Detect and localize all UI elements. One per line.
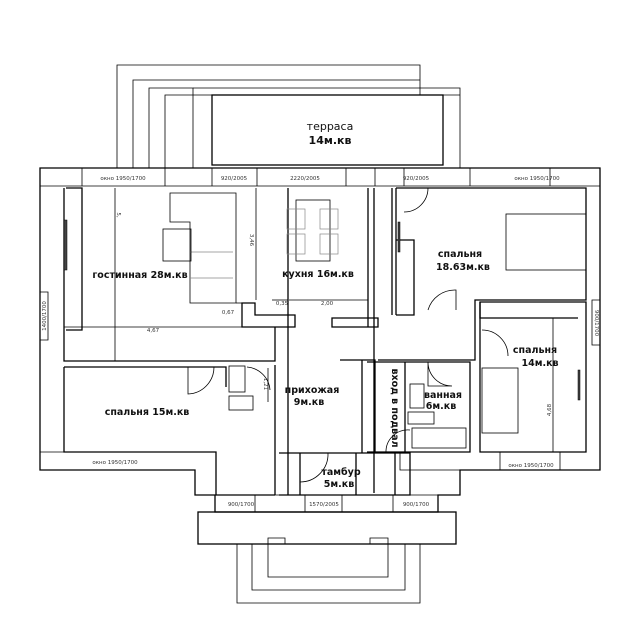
window-left: 1400/1700 [42, 301, 48, 331]
bed-1 [505, 213, 587, 271]
dim-bath-small: 1,21 [262, 378, 268, 390]
bedroom-wardrobe-mark [397, 221, 401, 253]
dim-living-width: 4,67 [147, 328, 160, 334]
window-bottom-right: окно 1950/1700 [508, 463, 554, 469]
bedroom2-area: 14м.кв [521, 358, 558, 369]
bedroom3-label: спальня 15м.кв [105, 407, 190, 418]
dining-table [295, 199, 331, 262]
window-bottom-left-small: 900/1700 [228, 502, 255, 508]
door-top-right: 920/2005 [403, 176, 430, 182]
bedroom2-name: спальня [513, 345, 557, 356]
living-window-mark [63, 219, 68, 271]
bathroom-name: ванная [424, 390, 462, 401]
sofa [169, 192, 237, 304]
dim-bedroom2-height: 4,68 [547, 403, 553, 416]
furniture [162, 192, 587, 449]
dim-kitchen-small: 0,35 [276, 301, 289, 307]
window-bottom-right-small: 900/1700 [403, 502, 430, 508]
window-bottom-left: окно 1950/1700 [92, 460, 138, 466]
bed-2 [481, 367, 519, 434]
tub [409, 383, 425, 409]
porch [197, 511, 457, 604]
living-room-label: гостинная 28м.кв [92, 270, 187, 281]
door-top-center: 2220/2005 [290, 176, 320, 182]
terrace-area: 14м.кв [309, 134, 352, 147]
dim-kitchen-width: 2,00 [321, 301, 334, 307]
dim-living-height: 5, [115, 212, 121, 217]
dimension-lines [64, 188, 554, 452]
hall-area: 9м.кв [294, 397, 324, 408]
vestibule-name: тамбур [321, 467, 361, 478]
basement-entrance-label: вход в подвал [389, 368, 400, 447]
terrace [211, 94, 444, 166]
entrance-door: 1570/2005 [309, 502, 339, 508]
door-top-left: 920/2005 [221, 176, 248, 182]
coffee-table [162, 228, 192, 262]
doors [187, 187, 509, 483]
terrace-name: терраса [307, 120, 354, 133]
dim-sofa-gap: 0,67 [222, 310, 235, 316]
dim-kitchen-height: 3,46 [248, 234, 254, 247]
bath-tub-small [228, 365, 246, 393]
window-right: 900/1700 [593, 310, 599, 337]
bedroom1-name: спальня [438, 249, 482, 260]
bathroom-area: 6м.кв [426, 401, 456, 412]
hall-name: прихожая [285, 385, 340, 396]
bedroom1-area: 18.63м.кв [436, 262, 490, 273]
window-top-right: окно 1950/1700 [514, 176, 560, 182]
interior-walls [40, 187, 600, 496]
window-top-left: окно 1950/1700 [100, 176, 146, 182]
right-window-frame [591, 299, 600, 346]
kitchen-label: кухня 16м.кв [282, 269, 354, 280]
sink [407, 411, 435, 425]
left-window-frame [40, 291, 49, 341]
vestibule-area: 5м.кв [324, 479, 354, 490]
terrace-frames [116, 64, 461, 168]
top-openings [40, 168, 600, 187]
bottom-openings [215, 494, 438, 512]
bedroom2-wardrobe-mark [577, 369, 581, 401]
sink-small [228, 395, 254, 411]
bathtub [411, 427, 467, 449]
